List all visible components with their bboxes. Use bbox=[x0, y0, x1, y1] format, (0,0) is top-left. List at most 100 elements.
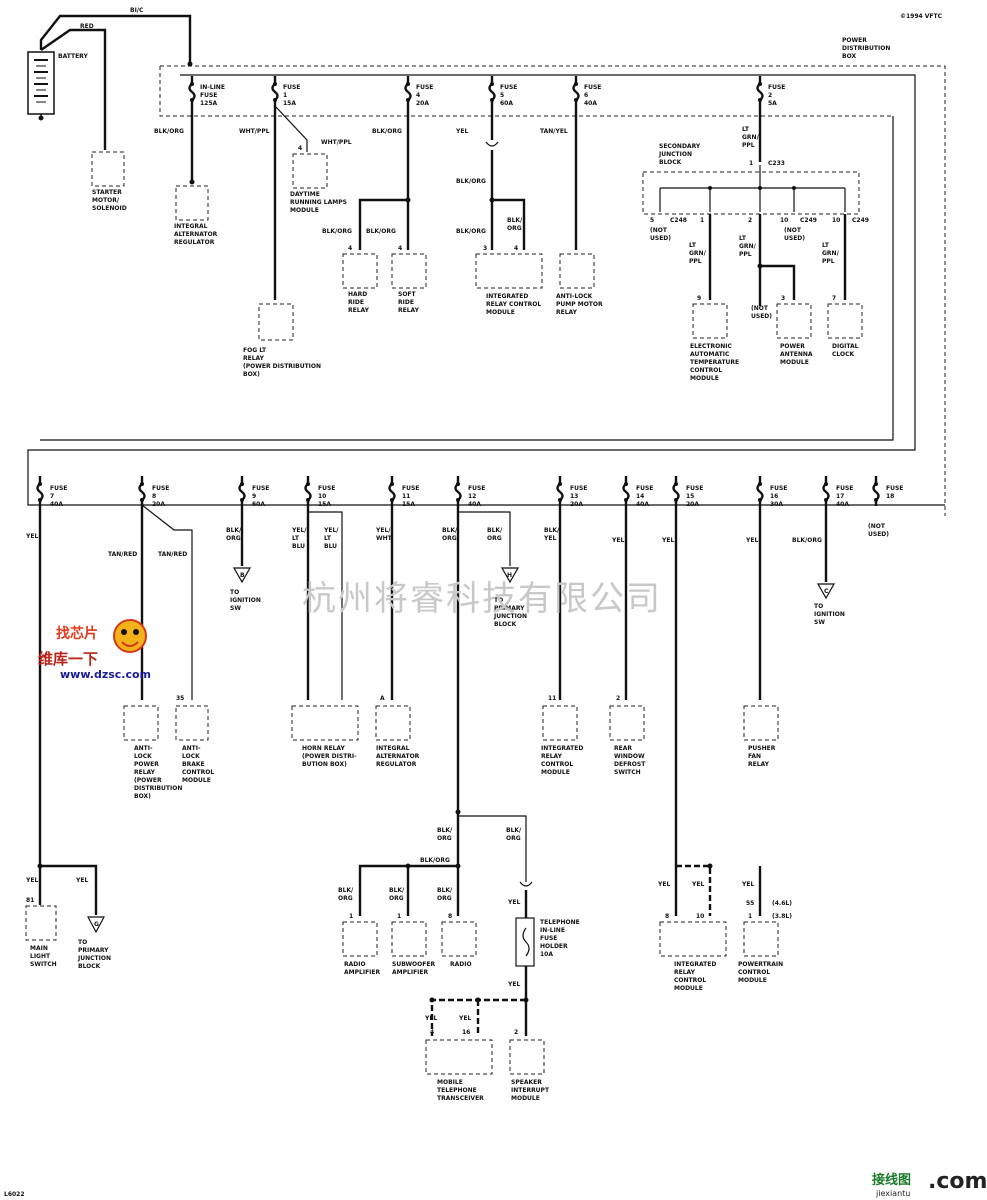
pusher-fan-relay-box bbox=[743, 705, 779, 741]
svg-text:1: 1 bbox=[748, 913, 752, 920]
top-fuse-wire-0: BLK/ORG bbox=[154, 128, 184, 135]
svg-text:B: B bbox=[240, 572, 245, 579]
svg-text:TAN/RED: TAN/RED bbox=[158, 551, 187, 558]
ircm2-box bbox=[542, 705, 578, 741]
svg-text:BLK/ORG: BLK/ORG bbox=[366, 228, 396, 235]
jiexiantu-logo: 接线图 .com jiexiantu bbox=[872, 1169, 987, 1198]
mobile-telephone-box bbox=[425, 1039, 493, 1075]
svg-text:BLK/ORG: BLK/ORG bbox=[506, 827, 522, 842]
watermark-text: 杭州将睿科技有限公司 bbox=[302, 579, 662, 619]
svg-text:4: 4 bbox=[348, 245, 352, 252]
main-light-switch-box bbox=[25, 905, 57, 941]
svg-text:YEL: YEL bbox=[458, 1015, 471, 1022]
svg-text:BLK/ORG: BLK/ORG bbox=[456, 178, 486, 185]
svg-text:C248: C248 bbox=[670, 217, 687, 224]
svg-text:YEL: YEL bbox=[424, 1015, 437, 1022]
svg-text:1: 1 bbox=[700, 217, 704, 224]
svg-text:10: 10 bbox=[696, 913, 704, 920]
svg-text:2: 2 bbox=[514, 1029, 518, 1036]
soft-ride-relay-box bbox=[391, 253, 427, 289]
antilock-power-relay-box bbox=[123, 705, 159, 741]
connector-c-icon bbox=[816, 583, 836, 600]
svg-text:1: 1 bbox=[749, 160, 753, 167]
svg-text:YEL: YEL bbox=[691, 881, 704, 888]
svg-text:YEL: YEL bbox=[741, 881, 754, 888]
svg-text:YEL: YEL bbox=[657, 881, 670, 888]
svg-text:BLK/ORG: BLK/ORG bbox=[487, 527, 503, 542]
svg-text:4: 4 bbox=[514, 245, 518, 252]
wire-red-top: RED bbox=[80, 23, 94, 30]
digital-clock-box bbox=[827, 303, 863, 339]
svg-text:(3.8L): (3.8L) bbox=[772, 913, 792, 920]
svg-text:C233: C233 bbox=[768, 160, 785, 167]
telephone-fuse-holder bbox=[515, 917, 535, 967]
svg-text:A: A bbox=[380, 695, 385, 702]
svg-text:8: 8 bbox=[448, 913, 452, 920]
svg-text:3: 3 bbox=[781, 295, 785, 302]
svg-text:1: 1 bbox=[349, 913, 353, 920]
connector-b-icon bbox=[232, 567, 252, 584]
svg-text:10: 10 bbox=[832, 217, 840, 224]
battery-positive-wire bbox=[39, 14, 192, 66]
secondary-junction-block bbox=[642, 171, 860, 215]
speaker-interrupt-box bbox=[509, 1039, 545, 1075]
starter-box bbox=[91, 151, 125, 187]
fog-relay-box bbox=[258, 303, 294, 341]
alternator-box bbox=[175, 185, 209, 221]
drl-module-box bbox=[292, 153, 328, 189]
svg-text:9: 9 bbox=[697, 295, 701, 302]
radio-box bbox=[441, 921, 477, 957]
footer-code: L6022 bbox=[4, 1191, 25, 1198]
radio-amplifier-box bbox=[342, 921, 378, 957]
svg-text:2: 2 bbox=[748, 217, 752, 224]
hard-ride-relay-box bbox=[342, 253, 378, 289]
bottom-fuse-wire-5: BLK/ORG bbox=[442, 527, 458, 542]
connector-g-icon bbox=[87, 916, 105, 934]
svg-text:(4.6L): (4.6L) bbox=[772, 900, 792, 907]
bottom-fuse-wire-6: BLK/YEL bbox=[543, 527, 560, 542]
bottom-fuse-wire-0: YEL bbox=[25, 533, 38, 540]
alternator2-box bbox=[375, 705, 411, 741]
ircm3-box bbox=[659, 921, 727, 957]
svg-text:11: 11 bbox=[548, 695, 556, 702]
svg-text:35: 35 bbox=[176, 695, 184, 702]
power-distribution-box-top bbox=[27, 65, 946, 516]
svg-text:10: 10 bbox=[780, 217, 788, 224]
abs-pump-relay-box bbox=[559, 253, 595, 289]
bottom-fuse-wire-9: YEL bbox=[745, 537, 758, 544]
ircm-box bbox=[475, 253, 543, 289]
bottom-fuse-wire-10: BLK/ORG bbox=[792, 537, 822, 544]
